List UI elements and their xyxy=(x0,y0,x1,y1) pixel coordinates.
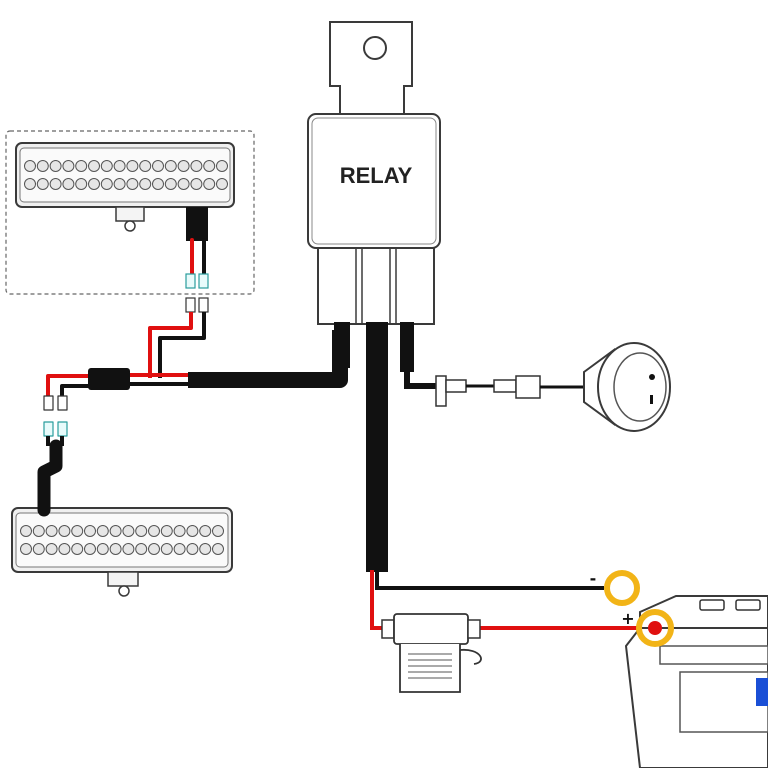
led-cell xyxy=(62,160,75,172)
led-cell xyxy=(75,160,88,172)
led-cell xyxy=(49,178,62,190)
led-cell xyxy=(36,160,49,172)
led-cell xyxy=(164,160,177,172)
led-cell xyxy=(148,543,160,555)
led-cell xyxy=(113,160,126,172)
led-cell xyxy=(58,543,71,555)
relay: RELAY xyxy=(307,21,441,325)
positive-post-icon xyxy=(648,621,662,635)
led-cell xyxy=(216,178,228,190)
led-cell xyxy=(45,525,58,537)
led-cell xyxy=(203,160,216,172)
led-cell xyxy=(212,543,224,555)
led-cell xyxy=(139,178,152,190)
positive-terminal: + xyxy=(621,609,674,647)
led-cell xyxy=(199,543,212,555)
car-battery xyxy=(624,595,768,768)
main-harness-trunk xyxy=(88,330,348,390)
led-cell xyxy=(186,543,199,555)
led-cell xyxy=(20,525,32,537)
led-cell xyxy=(135,525,148,537)
rocker-switch xyxy=(583,342,671,432)
led-cell xyxy=(45,543,58,555)
led-cell xyxy=(164,178,177,190)
led-cell xyxy=(160,525,173,537)
harness-branch-bottom xyxy=(37,374,90,517)
led-cell xyxy=(126,160,139,172)
led-cell xyxy=(71,525,84,537)
led-cell xyxy=(109,525,122,537)
led-cell xyxy=(186,525,199,537)
fuse-holder xyxy=(381,613,482,693)
led-cell xyxy=(75,178,88,190)
switch-connector xyxy=(435,375,584,407)
led-cell xyxy=(139,160,152,172)
negative-label: - xyxy=(590,569,597,588)
led-cell xyxy=(126,178,139,190)
led-cell xyxy=(216,160,228,172)
positive-wire xyxy=(370,570,645,630)
led-cell xyxy=(36,178,49,190)
top-light-bar-pigtail xyxy=(186,207,208,276)
negative-terminal: - xyxy=(590,569,640,606)
led-cell xyxy=(122,543,135,555)
led-cell xyxy=(32,543,45,555)
ground-wire xyxy=(375,572,604,590)
top-bar-connectors xyxy=(185,273,209,313)
led-cell xyxy=(203,178,216,190)
led-cell xyxy=(24,178,36,190)
led-cell xyxy=(20,543,32,555)
led-cell xyxy=(58,525,71,537)
led-cell xyxy=(177,178,190,190)
led-cell xyxy=(199,525,212,537)
led-cell xyxy=(100,160,113,172)
led-cell xyxy=(88,160,100,172)
led-cell xyxy=(122,525,135,537)
relay-wires xyxy=(334,322,436,572)
led-cell xyxy=(49,160,62,172)
led-cell xyxy=(190,160,203,172)
relay-label: RELAY xyxy=(340,163,413,188)
led-cell xyxy=(173,543,186,555)
led-cell xyxy=(160,543,173,555)
battery-accent xyxy=(756,678,768,706)
led-cell xyxy=(148,525,160,537)
led-cell xyxy=(32,525,45,537)
led-cell xyxy=(24,160,36,172)
led-cell xyxy=(177,160,190,172)
led-cell xyxy=(152,160,164,172)
positive-label: + xyxy=(621,609,634,628)
bottom-led-light-bar xyxy=(11,507,233,597)
led-cell xyxy=(173,525,186,537)
switch-indicator-icon xyxy=(649,374,655,380)
led-cell xyxy=(84,525,96,537)
led-cell xyxy=(62,178,75,190)
top-light-bar-enclosure xyxy=(5,130,255,295)
led-cell xyxy=(100,178,113,190)
led-cell xyxy=(71,543,84,555)
led-cell xyxy=(113,178,126,190)
led-cell xyxy=(84,543,96,555)
led-cell xyxy=(96,525,109,537)
relay-mounting-hole xyxy=(363,36,387,60)
harness-branch-top xyxy=(148,312,206,378)
led-cell xyxy=(190,178,203,190)
led-cell xyxy=(88,178,100,190)
led-cell xyxy=(152,178,164,190)
led-cell xyxy=(109,543,122,555)
led-cell xyxy=(135,543,148,555)
top-led-light-bar xyxy=(15,142,235,232)
led-cell xyxy=(96,543,109,555)
led-cell xyxy=(212,525,224,537)
